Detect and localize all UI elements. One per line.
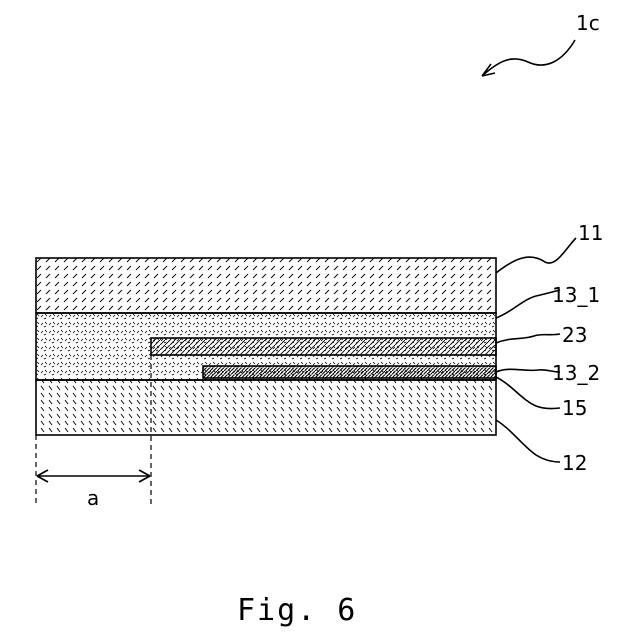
figure-caption: Fig. 6	[237, 593, 357, 628]
ref-label-1c: 1c	[576, 11, 600, 35]
layer-15	[203, 366, 496, 378]
leader-23	[496, 334, 560, 343]
layer-12	[36, 380, 496, 435]
label-23: 23	[562, 323, 587, 347]
leader-12	[496, 420, 560, 462]
layer-23	[151, 338, 496, 355]
label-11: 11	[578, 221, 603, 245]
layer-11	[36, 258, 496, 313]
label-12: 12	[562, 451, 587, 475]
label-13-2: 13_2	[552, 361, 600, 385]
leader-13-1	[496, 290, 560, 318]
label-13-1: 13_1	[552, 283, 600, 307]
dimension-label-a: a	[87, 486, 99, 510]
ref-arrow	[482, 40, 575, 76]
leader-13-2	[496, 369, 560, 372]
label-15: 15	[562, 396, 587, 420]
leader-11	[496, 238, 576, 273]
leader-15	[496, 377, 560, 409]
